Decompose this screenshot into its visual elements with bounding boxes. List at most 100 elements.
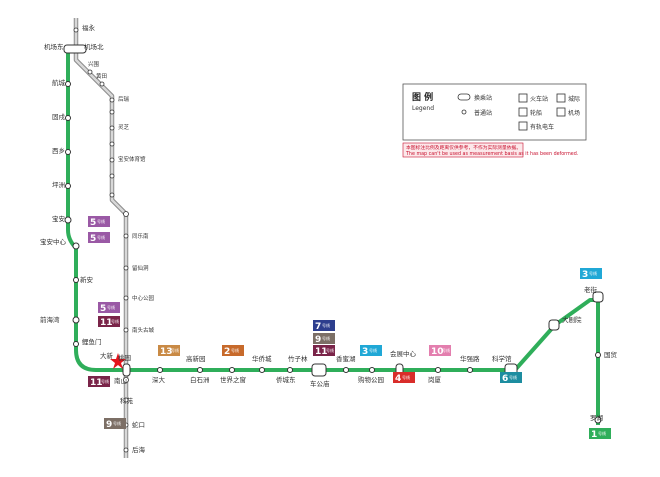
legend-tram: 有轨电车 [530,123,554,131]
label-xinan: 新安 [80,275,94,284]
badge-text: 号线 [111,318,119,324]
badge-text: 号线 [97,218,105,224]
station-labels: 机场东 机场北 福永 航城 固戍 西乡 坪洲 宝安 宝安中心 新安 前海湾 鲤鱼… [40,23,618,454]
interchange-symbol [457,93,471,101]
badge-bg [393,372,415,383]
intercity-icon [556,93,566,103]
badge-text: 号线 [369,347,377,353]
ferry-icon [518,107,528,117]
badge-text: 号线 [322,322,330,328]
label-zhongxin: 中心公园 [132,294,155,302]
badge-number: 1 [591,430,597,440]
badge-bg [88,216,110,227]
badge-bg [580,268,602,279]
badge-text: 号线 [231,347,239,353]
label-fuyong: 福永 [82,23,96,32]
label-hou-rui: 后瑞 [118,95,130,103]
label-houhai: 后海 [132,445,146,454]
badge-bg [88,376,110,387]
label-shenzhen-daxue: 深大 [152,375,166,384]
station-interchange [592,291,604,303]
label-shekou: 蛇口 [132,420,145,429]
label-airport-east: 机场东 [44,42,64,51]
label-liuxiandong: 留仙洞 [132,264,149,272]
legend-airport: 机场 [568,109,580,117]
badge-bg [158,345,180,356]
badge-text: 号线 [322,335,330,341]
label-taoyuan: 桃园 [118,353,131,362]
legend-ferry: 轮船 [530,109,542,117]
label-gangxia: 岗厦 [428,376,442,384]
station-interchange [311,363,327,377]
badge-number: 6 [502,374,508,384]
label-baishizhou: 白石洲 [190,375,210,384]
label-liyumen: 鲤鱼门 [82,337,102,346]
label-huaqiaocheng: 华侨城 [252,354,272,363]
label-baoan: 宝安 [52,214,66,223]
label-pingzhou: 坪洲 [52,181,65,189]
station-dot [64,216,72,224]
badge-bg [500,372,522,383]
badge-text: 号线 [509,374,517,380]
badge-number: 4 [395,374,401,384]
normal-station-symbol [461,109,467,115]
badge-number: 11 [100,318,113,328]
badge-text: 号线 [442,347,450,353]
station-dot [72,242,80,250]
badge-text: 号线 [171,347,179,353]
badge-bg [360,345,382,356]
badge-bg [98,316,120,327]
legend-title: 图 例 [412,91,433,103]
label-datheatre: 大剧院 [562,315,582,324]
station-dot [65,115,71,121]
badge-text: 号线 [97,234,105,240]
label-tongle: 同乐南 [132,232,149,240]
station-dot [73,277,79,283]
rail-icon [518,93,528,103]
badge-bg [313,345,335,356]
badge-bg [222,345,244,356]
label-airport-north: 机场北 [84,42,104,51]
badge-number: 2 [224,347,230,357]
badge-number: 11 [315,347,328,357]
badge-text: 号线 [589,270,597,276]
label-keyuan: 科苑 [120,396,134,405]
badge-bg [88,232,110,243]
legend-interchange: 换乘站 [474,94,492,102]
legend-intercity: 城际 [568,95,580,103]
label-nanshan: 南山 [114,376,127,385]
badge-number: 9 [106,420,112,430]
tram-icon [518,121,528,131]
badge-bg [104,418,126,429]
label-laojie: 老街 [584,285,598,294]
station-dot [65,81,71,87]
label-gaoxinyuan: 高新园 [186,354,206,363]
label-bao-an-center: 宝安中心 [40,237,67,246]
label-dawei: 大新 [100,351,114,360]
badge-bg [313,320,335,331]
label-qianhaiwan: 前海湾 [40,315,60,324]
badge-number: 9 [315,335,321,345]
label-luohu: 罗湖 [590,413,604,422]
label-shijie: 世界之窗 [220,375,246,384]
legend-rail: 火车站 [530,95,548,103]
badge-text: 号线 [598,430,606,436]
badge-number: 5 [90,218,96,228]
green-line [66,50,600,425]
station-dot [73,341,79,347]
badge-number: 13 [160,347,173,357]
